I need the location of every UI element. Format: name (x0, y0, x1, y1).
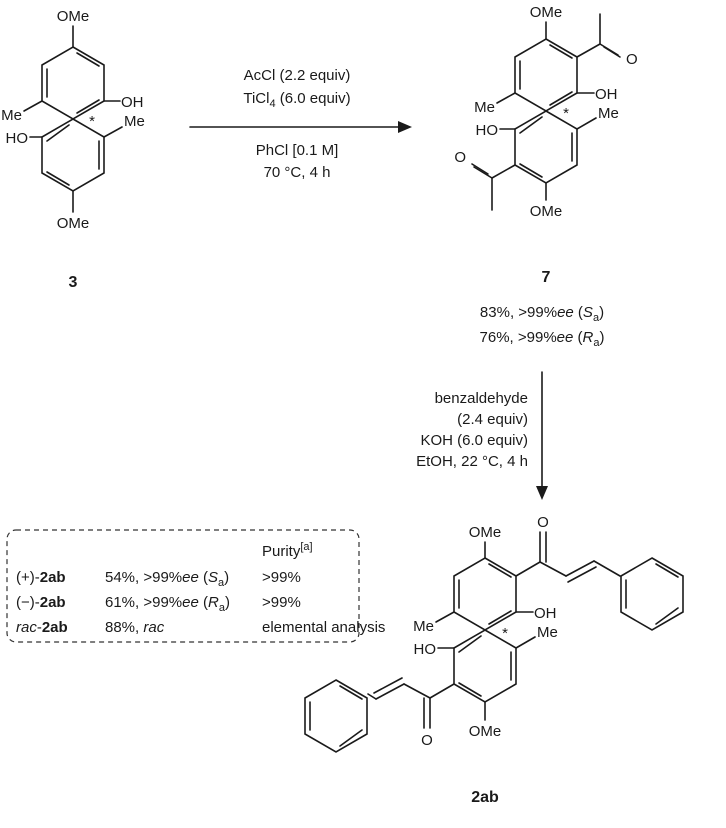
step2-reagent-1: benzaldehyde (435, 390, 528, 407)
compound-2ab-label: 2ab (471, 789, 499, 806)
c2ab-oh: OH (534, 605, 557, 622)
step2-reagent-1-equiv: (2.4 equiv) (457, 411, 528, 428)
step1-solvent: PhCl [0.1 M] (256, 142, 339, 159)
c3-me-right: Me (124, 113, 145, 130)
compound-7-upper-ring (514, 38, 578, 112)
c7-ome-top: OMe (530, 4, 563, 21)
compound-3-structure: OMe Me OH HO Me OMe * (1, 8, 145, 232)
compound-2ab-phenyl-ring-left (304, 679, 368, 753)
row2-compound: (−)-2ab (16, 594, 66, 611)
reaction-arrow-1 (189, 121, 412, 133)
c2ab-ome-bottom: OMe (469, 723, 502, 740)
step2-solvent-temp: EtOH, 22 °C, 4 h (416, 453, 528, 470)
c3-oh: OH (121, 94, 144, 111)
compound-3-upper-ring (41, 46, 105, 120)
c3-stereo-star: * (89, 113, 95, 130)
c2ab-stereo-star: * (502, 625, 508, 642)
c3-ho: HO (6, 130, 29, 147)
c3-ome-top: OMe (57, 8, 90, 25)
c2ab-ome-top: OMe (469, 524, 502, 541)
c3-ome-bottom: OMe (57, 215, 90, 232)
compound-7-label: 7 (542, 269, 551, 286)
step2-base: KOH (6.0 equiv) (420, 432, 528, 449)
c2ab-ho: HO (414, 641, 437, 658)
c7-carbonyl-o-top: O (626, 51, 638, 68)
c7-carbonyl-o-bottom: O (454, 149, 466, 166)
yield-7-Sa: 83%, >99%ee (Sa) (480, 304, 604, 324)
reaction-arrow-2 (536, 371, 548, 500)
c7-oh: OH (595, 86, 618, 103)
c2ab-carbonyl-o-top: O (537, 514, 549, 531)
compound-3-label: 3 (69, 274, 78, 291)
c7-me-left: Me (474, 99, 495, 116)
row1-yield: 54%, >99%ee (Sa) (105, 569, 229, 589)
yield-7-Ra: 76%, >99%ee (Ra) (480, 329, 605, 349)
row2-yield: 61%, >99%ee (Ra) (105, 594, 230, 614)
row1-purity: >99% (262, 569, 301, 586)
purity-header: Purity[a] (262, 541, 313, 560)
row2-purity: >99% (262, 594, 301, 611)
c3-me-left: Me (1, 107, 22, 124)
results-box (6, 529, 360, 643)
c2ab-carbonyl-o-bottom: O (421, 732, 433, 749)
c7-ome-bottom: OMe (530, 203, 563, 220)
c7-me-right: Me (598, 105, 619, 122)
step1-reagent-1: AcCl (2.2 equiv) (244, 67, 351, 84)
c7-ho: HO (476, 122, 499, 139)
compound-7-structure: OMe O Me OH HO Me O OMe * (454, 4, 637, 220)
compound-2ab-structure: OMe O Me OH HO Me O OMe * (304, 514, 684, 753)
c7-stereo-star: * (563, 105, 569, 122)
row3-purity: elemental analysis (262, 619, 385, 636)
step1-temperature-time: 70 °C, 4 h (264, 164, 331, 181)
compound-2ab-phenyl-ring-right (620, 557, 684, 631)
row3-compound: rac-2ab (16, 619, 68, 636)
c2ab-me-left: Me (413, 618, 434, 635)
step1-reagent-2: TiCl4 (6.0 equiv) (243, 90, 350, 110)
c2ab-me-right: Me (537, 624, 558, 641)
row3-yield: 88%, rac (105, 619, 165, 636)
row1-compound: (+)-2ab (16, 569, 66, 586)
compound-2ab-upper-ring (453, 557, 517, 631)
